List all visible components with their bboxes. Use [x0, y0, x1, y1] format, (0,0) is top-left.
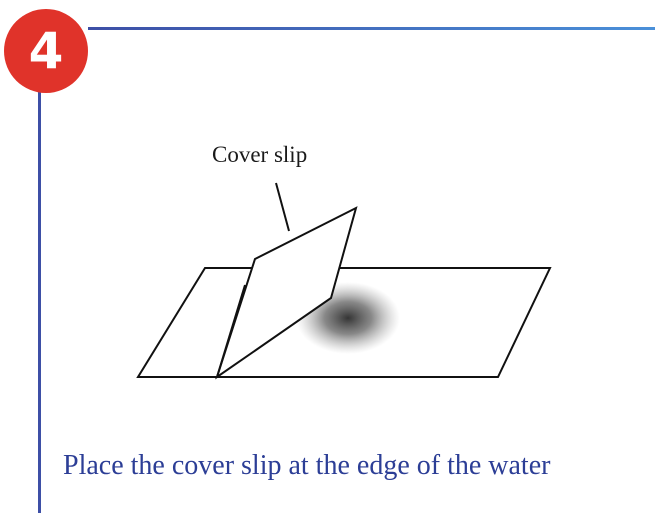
top-divider: [88, 27, 655, 30]
cover-slip-label: Cover slip: [212, 142, 308, 167]
step-badge: [4, 9, 88, 93]
step-number: 4: [28, 22, 64, 80]
left-divider: [38, 80, 41, 513]
callout-leader-line: [275, 182, 290, 232]
step-caption: Place the cover slip at the edge of the …: [63, 450, 551, 481]
slide-edge: [216, 284, 246, 378]
